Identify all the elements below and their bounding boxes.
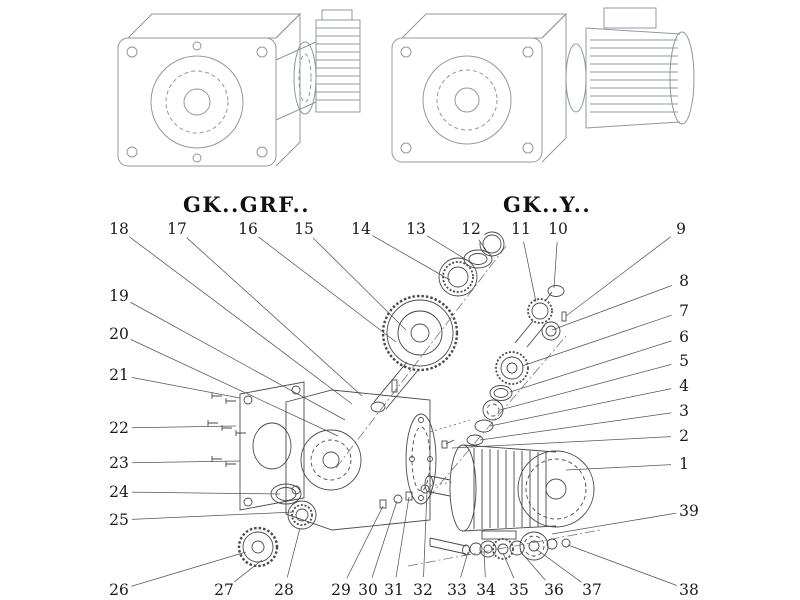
leader-line-13 xyxy=(426,235,471,263)
callout-21: 21 xyxy=(109,366,129,384)
leader-line-21 xyxy=(131,377,241,399)
callout-19: 19 xyxy=(109,287,129,305)
callout-33: 33 xyxy=(447,581,467,599)
leader-line-33 xyxy=(460,551,469,578)
callout-16: 16 xyxy=(238,220,258,238)
leader-line-17 xyxy=(186,237,363,397)
callout-29: 29 xyxy=(331,581,351,599)
callout-13: 13 xyxy=(406,220,426,238)
leader-line-20 xyxy=(130,339,339,437)
leader-line-27 xyxy=(233,559,263,583)
leader-line-25 xyxy=(131,511,295,520)
callout-15: 15 xyxy=(294,220,314,238)
leader-line-35 xyxy=(502,552,515,579)
callout-8: 8 xyxy=(679,272,689,290)
callout-22: 22 xyxy=(109,419,129,437)
leader-line-32 xyxy=(423,490,428,578)
leader-line-19 xyxy=(130,301,346,421)
leader-line-2 xyxy=(451,436,672,449)
callout-7: 7 xyxy=(679,302,689,320)
leader-line-1 xyxy=(565,464,672,471)
callout-17: 17 xyxy=(167,220,187,238)
leader-line-29 xyxy=(346,505,384,579)
callout-23: 23 xyxy=(109,454,129,472)
callout-20: 20 xyxy=(109,325,129,343)
callout-31: 31 xyxy=(384,581,404,599)
callout-10: 10 xyxy=(548,220,568,238)
model-label-grf: GK..GRF.. xyxy=(183,192,311,217)
leader-line-14 xyxy=(372,235,451,281)
callout-34: 34 xyxy=(476,581,496,599)
callout-35: 35 xyxy=(509,581,529,599)
leader-line-39 xyxy=(551,512,677,535)
callout-18: 18 xyxy=(109,220,129,238)
leader-line-30 xyxy=(371,500,398,578)
callout-38: 38 xyxy=(679,581,699,599)
callout-37: 37 xyxy=(582,581,602,599)
leader-line-7 xyxy=(521,314,672,367)
leader-line-8 xyxy=(551,285,672,331)
callout-4: 4 xyxy=(679,377,689,395)
leader-line-34 xyxy=(483,551,486,578)
callout-2: 2 xyxy=(679,427,689,445)
leader-line-28 xyxy=(286,527,301,578)
leader-line-3 xyxy=(479,412,672,441)
gearbox-y-drawing xyxy=(391,7,695,163)
leader-line-12 xyxy=(478,239,487,251)
leader-line-23 xyxy=(131,460,241,464)
callout-26: 26 xyxy=(109,581,129,599)
leader-line-26 xyxy=(131,551,247,587)
leader-lines xyxy=(129,235,677,587)
leader-line-18 xyxy=(129,236,353,405)
leader-line-10 xyxy=(553,241,558,289)
callout-6: 6 xyxy=(679,328,689,346)
leader-line-36 xyxy=(519,550,546,581)
callout-14: 14 xyxy=(351,220,371,238)
callout-32: 32 xyxy=(413,581,433,599)
leader-line-11 xyxy=(523,241,537,303)
gearbox-grf-drawing xyxy=(117,9,361,167)
callout-11: 11 xyxy=(511,220,531,238)
leader-line-38 xyxy=(567,544,677,586)
leader-line-5 xyxy=(499,363,672,411)
callout-25: 25 xyxy=(109,511,129,529)
leader-line-4 xyxy=(489,388,672,427)
callout-9: 9 xyxy=(676,220,686,238)
leader-line-6 xyxy=(509,340,672,393)
callout-12: 12 xyxy=(461,220,481,238)
model-label-y: GK..Y.. xyxy=(503,192,592,217)
callout-1: 1 xyxy=(679,455,689,473)
leader-line-31 xyxy=(395,496,410,578)
leader-line-15 xyxy=(312,237,407,331)
leader-line-16 xyxy=(258,236,397,343)
callout-36: 36 xyxy=(544,581,564,599)
leader-line-22 xyxy=(131,425,237,429)
leader-line-9 xyxy=(565,236,671,317)
callout-3: 3 xyxy=(679,402,689,420)
leader-line-24 xyxy=(131,491,281,495)
callout-28: 28 xyxy=(274,581,294,599)
callout-39: 39 xyxy=(679,502,699,520)
callout-30: 30 xyxy=(358,581,378,599)
callout-27: 27 xyxy=(214,581,234,599)
leader-line-37 xyxy=(535,548,582,583)
callout-24: 24 xyxy=(109,483,129,501)
callout-5: 5 xyxy=(679,352,689,370)
